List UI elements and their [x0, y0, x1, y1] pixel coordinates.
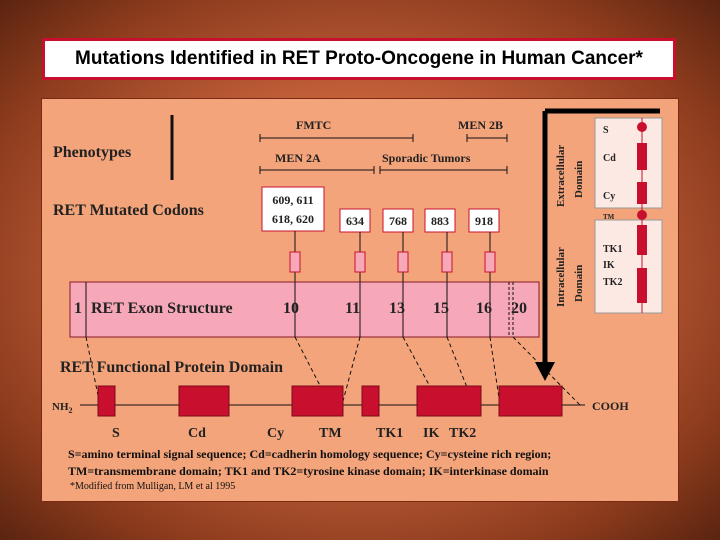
membrane-label-tk2: TK2 [603, 277, 622, 288]
membrane-label-ik: IK [603, 260, 615, 271]
membrane-label-tk1: TK1 [603, 244, 622, 255]
domain-s [97, 385, 116, 417]
membrane-arrow-head [535, 362, 555, 381]
membrane-label-s: S [603, 125, 609, 136]
domain-cy-tm [291, 385, 344, 417]
nh2-terminus: NH2 [52, 401, 73, 415]
membrane-tk2 [637, 268, 647, 303]
domain-ik-tk2 [416, 385, 482, 417]
membrane-s-dot [637, 122, 647, 132]
legend-line-1: S=amino terminal signal sequence; Cd=cad… [68, 447, 552, 461]
phenotype-fmtc: FMTC [296, 118, 331, 132]
phenotype-sporadic: Sporadic Tumors [382, 151, 471, 165]
functional-domain-label: RET Functional Protein Domain [60, 359, 283, 376]
domain-label-s: S [112, 426, 120, 441]
codon-box-768 [382, 208, 414, 233]
exon-15: 15 [433, 300, 449, 317]
domain-cterm [498, 385, 563, 417]
exon-1: 1 [74, 300, 82, 317]
protein-domains [97, 385, 563, 417]
codon-box-609-620 [261, 186, 325, 232]
domain-label-cd: Cd [188, 426, 206, 441]
extracellular-label: Extracellular [555, 145, 567, 207]
domain-label-ik: IK [423, 426, 439, 441]
page-title: Mutations Identified in RET Proto-Oncoge… [42, 38, 676, 80]
phenotype-men2b: MEN 2B [458, 118, 503, 132]
membrane-tm-dot [637, 210, 647, 220]
codon-box-918 [468, 208, 500, 233]
membrane-tk1 [637, 225, 647, 255]
membrane-cy [637, 182, 647, 204]
membrane-label-tm: TM [603, 213, 615, 221]
exon-structure-bar [69, 281, 540, 338]
membrane-cd [637, 143, 647, 170]
domain-label-tk2: TK2 [449, 426, 476, 441]
phenotypes-label: Phenotypes [53, 144, 131, 161]
codon-609-611: 609, 611 [272, 193, 313, 207]
phenotype-men2a: MEN 2A [275, 151, 321, 165]
codon-box-883 [424, 208, 456, 233]
domain-tk1 [361, 385, 380, 417]
intracellular-label: Intracellular [555, 247, 567, 307]
codon-box-634 [339, 208, 371, 233]
cooh-terminus: COOH [592, 399, 629, 413]
codon-768: 768 [389, 214, 407, 228]
intracellular-panel [594, 219, 663, 314]
domain-label-tm: TM [319, 426, 342, 441]
exon-structure-label: RET Exon Structure [91, 300, 233, 317]
intracellular-domain-label: Domain [573, 265, 585, 302]
codon-634: 634 [346, 214, 364, 228]
domain-cd [178, 385, 230, 417]
exon-16: 16 [476, 300, 492, 317]
codon-918: 918 [475, 214, 493, 228]
extracellular-panel [594, 117, 663, 209]
legend: S=amino terminal signal sequence; Cd=cad… [68, 446, 668, 480]
domain-label-cy: Cy [267, 426, 284, 441]
footnote: *Modified from Mulligan, LM et al 1995 [70, 481, 236, 492]
codon-618-620: 618, 620 [272, 212, 314, 226]
extracellular-domain-label: Domain [573, 161, 585, 198]
exon-ticks [85, 282, 514, 337]
exon-11: 11 [345, 300, 360, 317]
exon-13: 13 [389, 300, 405, 317]
exon-10: 10 [283, 300, 299, 317]
codon-883: 883 [431, 214, 449, 228]
membrane-label-cd: Cd [603, 153, 616, 164]
legend-line-2: TM=transmembrane domain; TK1 and TK2=tyr… [68, 464, 549, 478]
domain-label-tk1: TK1 [376, 426, 403, 441]
codon-markers [289, 251, 496, 273]
codons-label: RET Mutated Codons [53, 202, 204, 219]
codon-connectors [294, 231, 491, 282]
membrane-label-cy: Cy [603, 191, 615, 202]
exon-20: 20 [511, 300, 527, 317]
